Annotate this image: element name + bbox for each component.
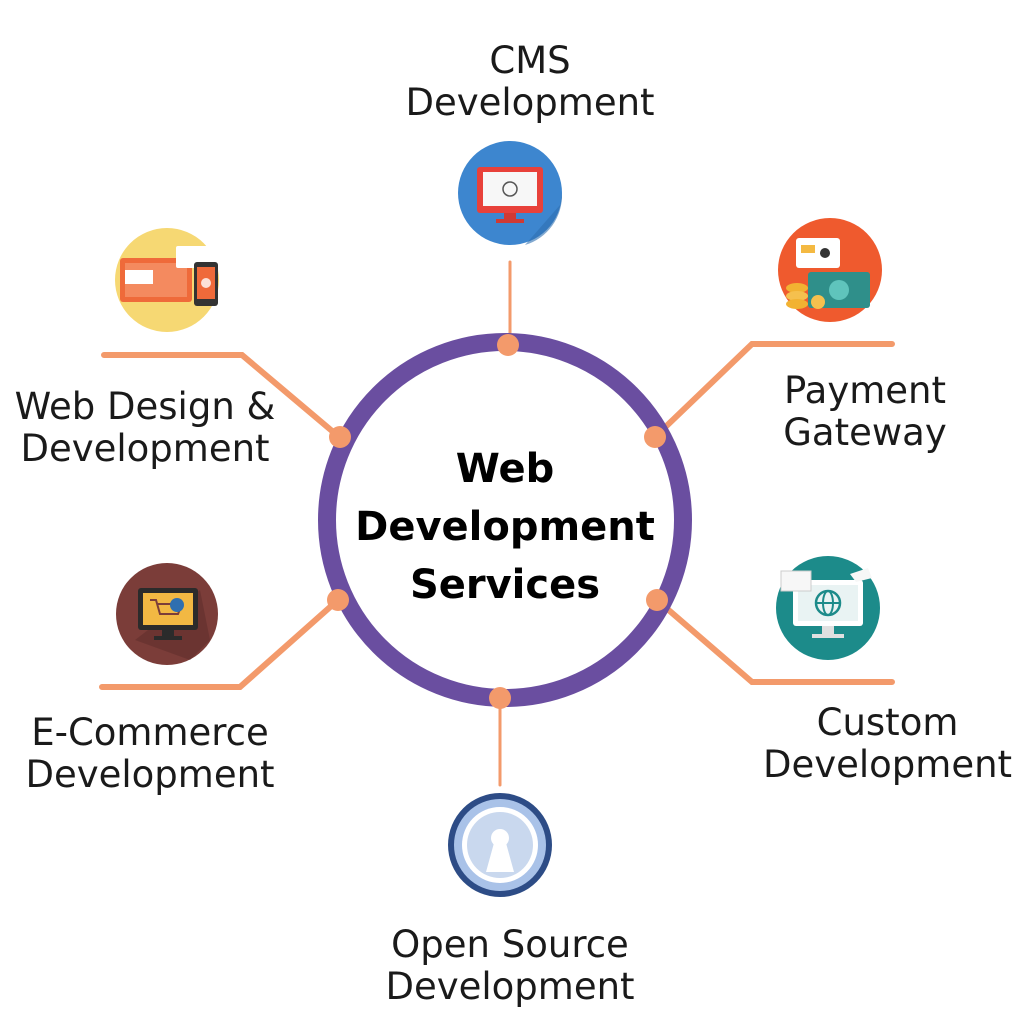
connector-webdesign — [101, 352, 341, 439]
ring-nodes — [327, 334, 668, 709]
node-webdesign — [329, 426, 351, 448]
center-title: Web Development Services — [340, 440, 670, 614]
label-webdesign-line2: Development — [20, 427, 270, 470]
label-cms: CMS Development — [380, 40, 680, 124]
label-custom-line1: Custom — [816, 701, 959, 744]
web-design-devices-icon — [115, 228, 219, 332]
center-title-line2: Development — [355, 504, 655, 550]
payment-cash-icon — [778, 218, 882, 322]
custom-globe-monitor-icon — [776, 556, 880, 660]
label-custom: Custom Development — [755, 702, 1020, 786]
label-ecommerce-line1: E-Commerce — [31, 711, 269, 754]
label-webdesign-line1: Web Design & — [14, 385, 276, 428]
node-ecommerce — [327, 589, 349, 611]
label-custom-line2: Development — [762, 743, 1013, 786]
label-opensource-line2: Development — [385, 965, 635, 1008]
label-cms-line1: CMS — [489, 39, 571, 82]
ecommerce-cart-monitor-icon — [116, 563, 218, 665]
connector-custom — [654, 597, 895, 685]
label-payment-line1: Payment — [784, 369, 946, 412]
node-payment — [644, 426, 666, 448]
label-opensource-line1: Open Source — [391, 923, 629, 966]
node-custom — [646, 589, 668, 611]
connector-payment — [652, 341, 895, 440]
label-cms-line2: Development — [405, 81, 655, 124]
connector-ecommerce — [99, 597, 341, 690]
label-webdesign: Web Design & Development — [10, 386, 280, 470]
center-title-line3: Services — [409, 562, 601, 608]
node-opensource — [489, 687, 511, 709]
label-opensource: Open Source Development — [360, 924, 660, 1008]
center-title-line1: Web — [455, 446, 555, 492]
connectors — [99, 260, 895, 787]
label-ecommerce: E-Commerce Development — [15, 712, 285, 796]
node-cms — [497, 334, 519, 356]
label-payment: Payment Gateway — [760, 370, 970, 454]
open-source-icon — [448, 793, 552, 897]
label-ecommerce-line2: Development — [25, 753, 275, 796]
label-payment-line2: Gateway — [783, 411, 947, 454]
cms-monitor-icon — [458, 141, 563, 245]
